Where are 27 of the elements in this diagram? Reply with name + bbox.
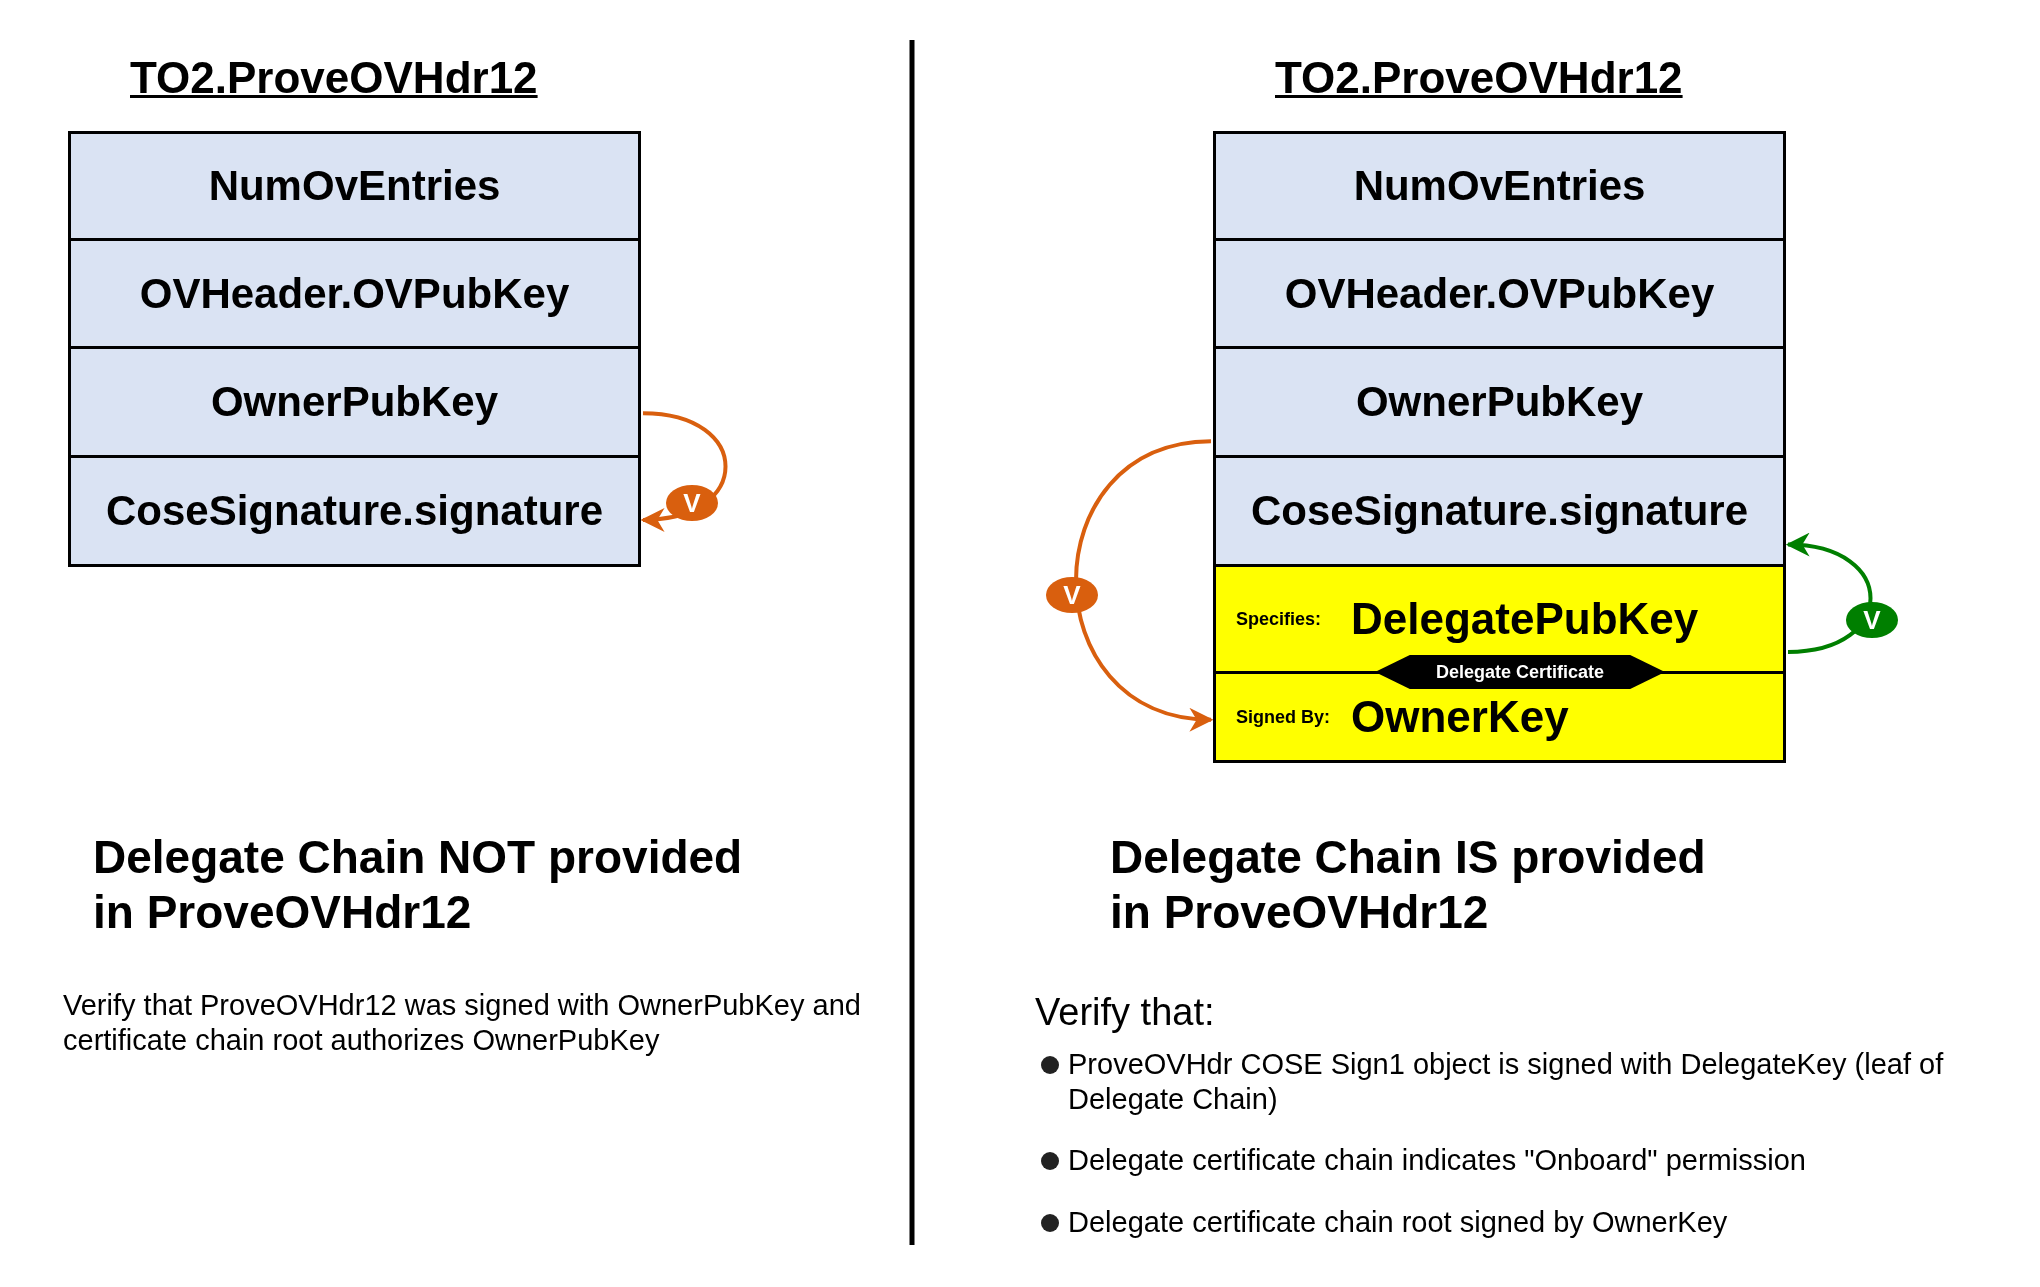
- table-row: OVHeader.OVPubKey: [1213, 238, 1786, 349]
- bullet-text: ProveOVHdr COSE Sign1 object is signed with DelegateKey (leaf of Delegate Chain): [1068, 1047, 1945, 1117]
- heading: TO2.ProveOVHdr12: [1275, 52, 1683, 104]
- description-text: Verify that ProveOVHdr12 was signed with OwnerPubKey and certificate chain root authorizes OwnerPubKey: [63, 988, 862, 1058]
- description-text: Verify that:: [1035, 990, 1215, 1035]
- edge-label: V: [1046, 577, 1098, 613]
- field-value: OwnerKey: [1351, 692, 1569, 742]
- table-row: CoseSignature.signature: [1213, 455, 1786, 567]
- bullet-text: Delegate certificate chain indicates "Onboard" permission: [1068, 1143, 1807, 1178]
- table-row: NumOvEntries: [1213, 131, 1786, 241]
- table-row: OwnerPubKey: [68, 346, 641, 458]
- edge-label: V: [666, 485, 718, 521]
- curved-arrow: [640, 411, 728, 531]
- field-label: Specifies:: [1236, 608, 1323, 630]
- section-heading: Delegate Chain NOT provided in ProveOVHdr12: [93, 830, 744, 941]
- table-row: OwnerPubKey: [1213, 346, 1786, 458]
- edge-label: V: [1846, 602, 1898, 638]
- table-row: CoseSignature.signature: [68, 455, 641, 567]
- field-label: Signed By:: [1236, 706, 1331, 728]
- curved-arrow: [1074, 439, 1214, 729]
- section-heading: Delegate Chain IS provided in ProveOVHdr12: [1110, 830, 1707, 941]
- field-value: DelegatePubKey: [1351, 594, 1699, 644]
- table-row: OVHeader.OVPubKey: [68, 238, 641, 349]
- bullet-text: Delegate certificate chain root signed by OwnerKey: [1068, 1205, 1729, 1240]
- curved-arrow: [1785, 534, 1873, 654]
- heading: TO2.ProveOVHdr12: [130, 52, 538, 104]
- table-row: NumOvEntries: [68, 131, 641, 241]
